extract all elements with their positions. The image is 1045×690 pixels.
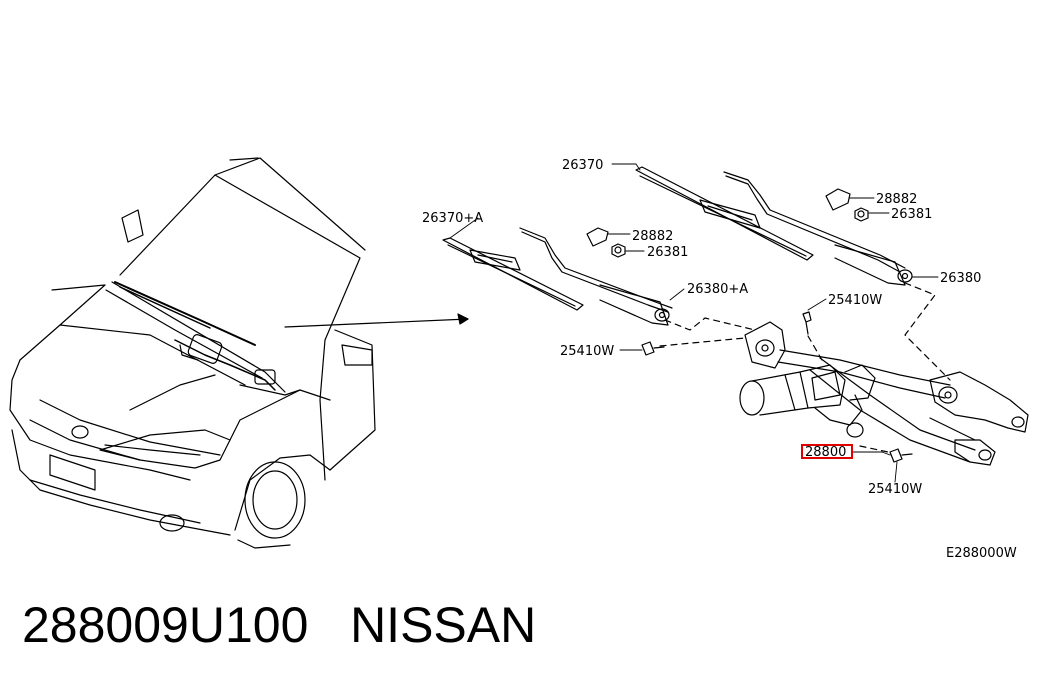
bolt-left bbox=[641, 341, 665, 356]
diagram-code: E288000W bbox=[946, 546, 1017, 561]
label-arm-right: 26380 bbox=[940, 271, 981, 286]
cap-right bbox=[825, 188, 851, 211]
footer-caption: 288009U100 NISSAN bbox=[22, 596, 536, 654]
assembly-lines bbox=[659, 282, 951, 453]
linkage-highlight bbox=[801, 444, 853, 459]
callout-labels: 26370 26370+A 28882 26381 26380+A 28882 … bbox=[422, 158, 1017, 561]
brand-name: NISSAN bbox=[350, 597, 537, 653]
pointer-arrow bbox=[284, 313, 469, 328]
label-nut-left: 26381 bbox=[647, 245, 688, 260]
wiper-arm-right bbox=[723, 171, 913, 286]
label-cap-right: 28882 bbox=[876, 192, 917, 207]
part-number: 288009U100 bbox=[22, 597, 309, 653]
label-bolt-left: 25410W bbox=[560, 344, 614, 359]
cap-left bbox=[586, 227, 609, 247]
label-arm-left: 26380+A bbox=[687, 282, 748, 297]
label-nut-right: 26381 bbox=[891, 207, 932, 222]
label-blade-left: 26370+A bbox=[422, 211, 483, 226]
label-blade-right: 26370 bbox=[562, 158, 603, 173]
leader-lines bbox=[449, 163, 939, 483]
wiper-blade-right bbox=[635, 166, 814, 261]
label-cap-left: 28882 bbox=[632, 229, 673, 244]
label-bolt-bottom: 25410W bbox=[868, 482, 922, 497]
wiper-arm-left bbox=[519, 227, 673, 326]
wiper-blade-left bbox=[442, 237, 584, 311]
nut-right bbox=[854, 207, 869, 222]
label-bolt-top: 25410W bbox=[828, 293, 882, 308]
wiper-motor-linkage bbox=[739, 321, 1029, 466]
bolt-top bbox=[802, 311, 812, 335]
nut-left bbox=[611, 243, 626, 258]
bolt-bottom bbox=[889, 448, 913, 463]
car-illustration bbox=[9, 157, 376, 549]
label-linkage: 28800 bbox=[805, 445, 846, 460]
